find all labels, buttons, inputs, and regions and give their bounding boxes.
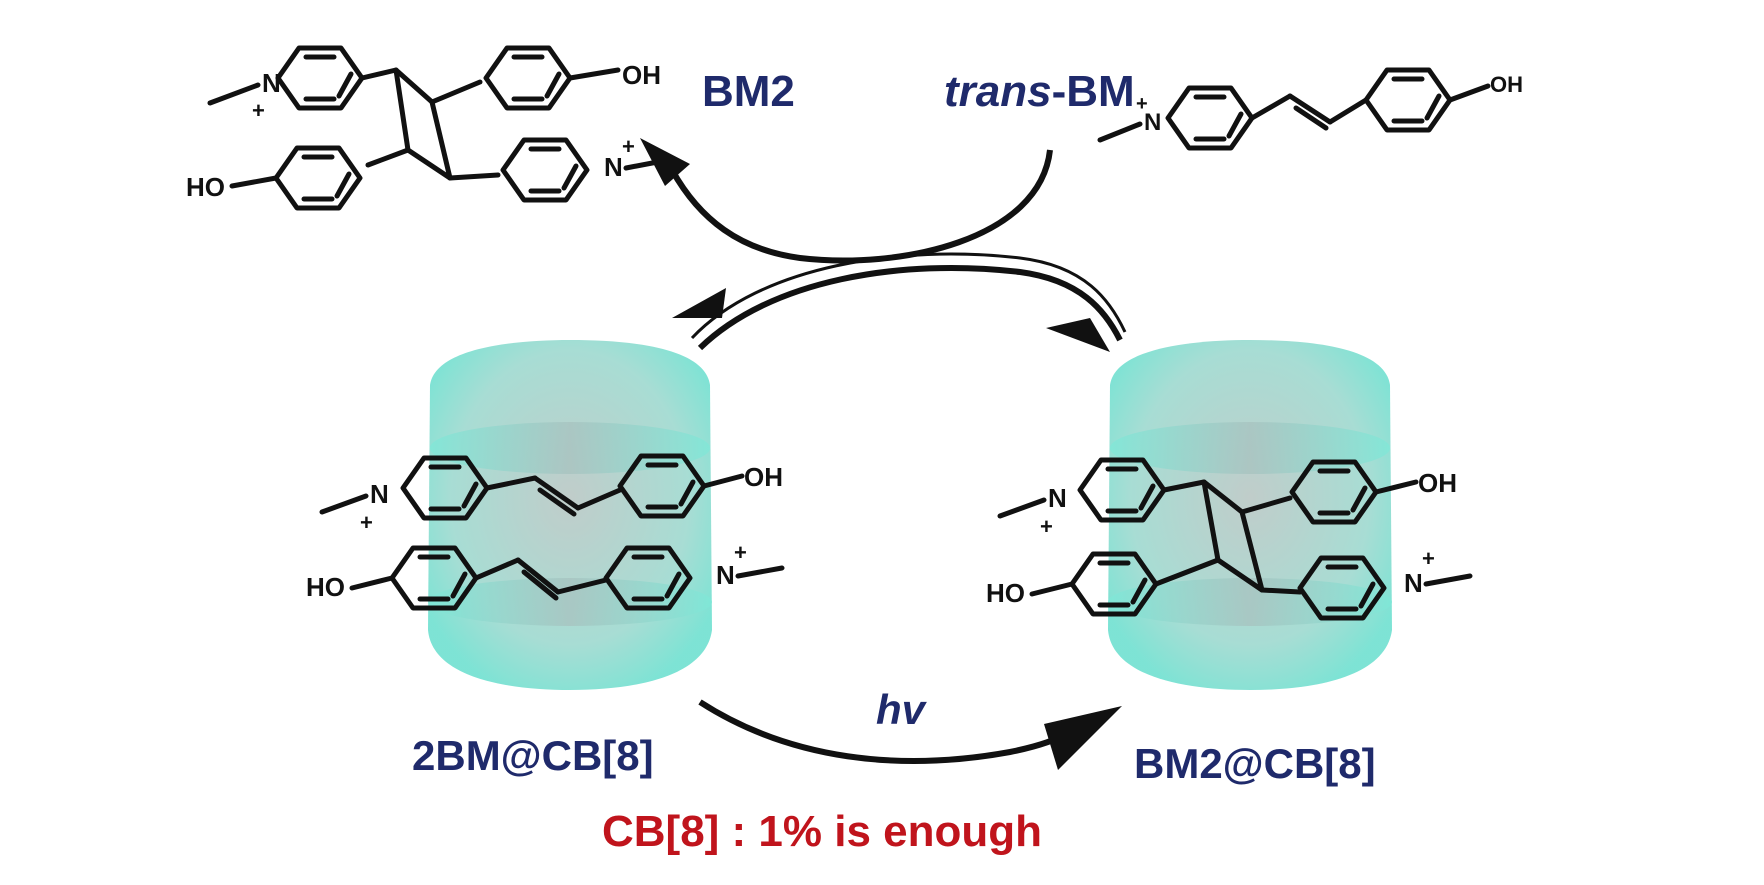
atom-oh: OH (744, 462, 783, 492)
atom-plus: + (734, 540, 747, 565)
arrowhead-right (1046, 318, 1110, 352)
arrowhead-photo (1044, 706, 1122, 770)
atom-n: N (370, 479, 389, 509)
complex-right-label: BM2@CB[8] (1134, 740, 1376, 787)
trans-bm-label: trans-BM (944, 67, 1135, 116)
photo-arrow (698, 699, 1122, 770)
cb8-host-right (1108, 340, 1392, 690)
top-release-arrows (640, 138, 1127, 352)
atom-n: N (716, 560, 735, 590)
arrowhead-up-left (640, 138, 690, 186)
hv-label: hv (876, 686, 928, 733)
atom-ho: HO (306, 572, 345, 602)
trans-bm-structure: N + OH (1097, 70, 1523, 148)
atom-ho: HO (986, 578, 1025, 608)
atom-n: N (1048, 483, 1067, 513)
atom-plus: + (622, 134, 635, 159)
atom-oh: OH (622, 60, 661, 90)
bm2-structure-top: N + OH HO N + (186, 48, 671, 208)
bm-pair-left: N + OH HO N + (306, 456, 785, 608)
atom-n: N (604, 152, 623, 182)
atom-ho: HO (186, 172, 225, 202)
atom-oh: OH (1418, 468, 1457, 498)
complex-left-label: 2BM@CB[8] (412, 732, 654, 779)
atom-n: N (1404, 568, 1423, 598)
atom-oh: OH (1490, 72, 1523, 97)
atom-plus: + (360, 510, 373, 535)
catalyst-note: CB[8] : 1% is enough (602, 807, 1042, 856)
atom-plus: + (252, 98, 265, 123)
atom-n: N (1144, 109, 1161, 136)
bm2-dimer-right: N + OH HO N + (986, 460, 1473, 618)
atom-plus: + (1136, 93, 1148, 115)
bm2-label: BM2 (702, 67, 795, 116)
arrowhead-left (672, 288, 726, 318)
atom-n: N (262, 68, 281, 98)
atom-plus: + (1040, 514, 1053, 539)
atom-plus: + (1422, 546, 1435, 571)
